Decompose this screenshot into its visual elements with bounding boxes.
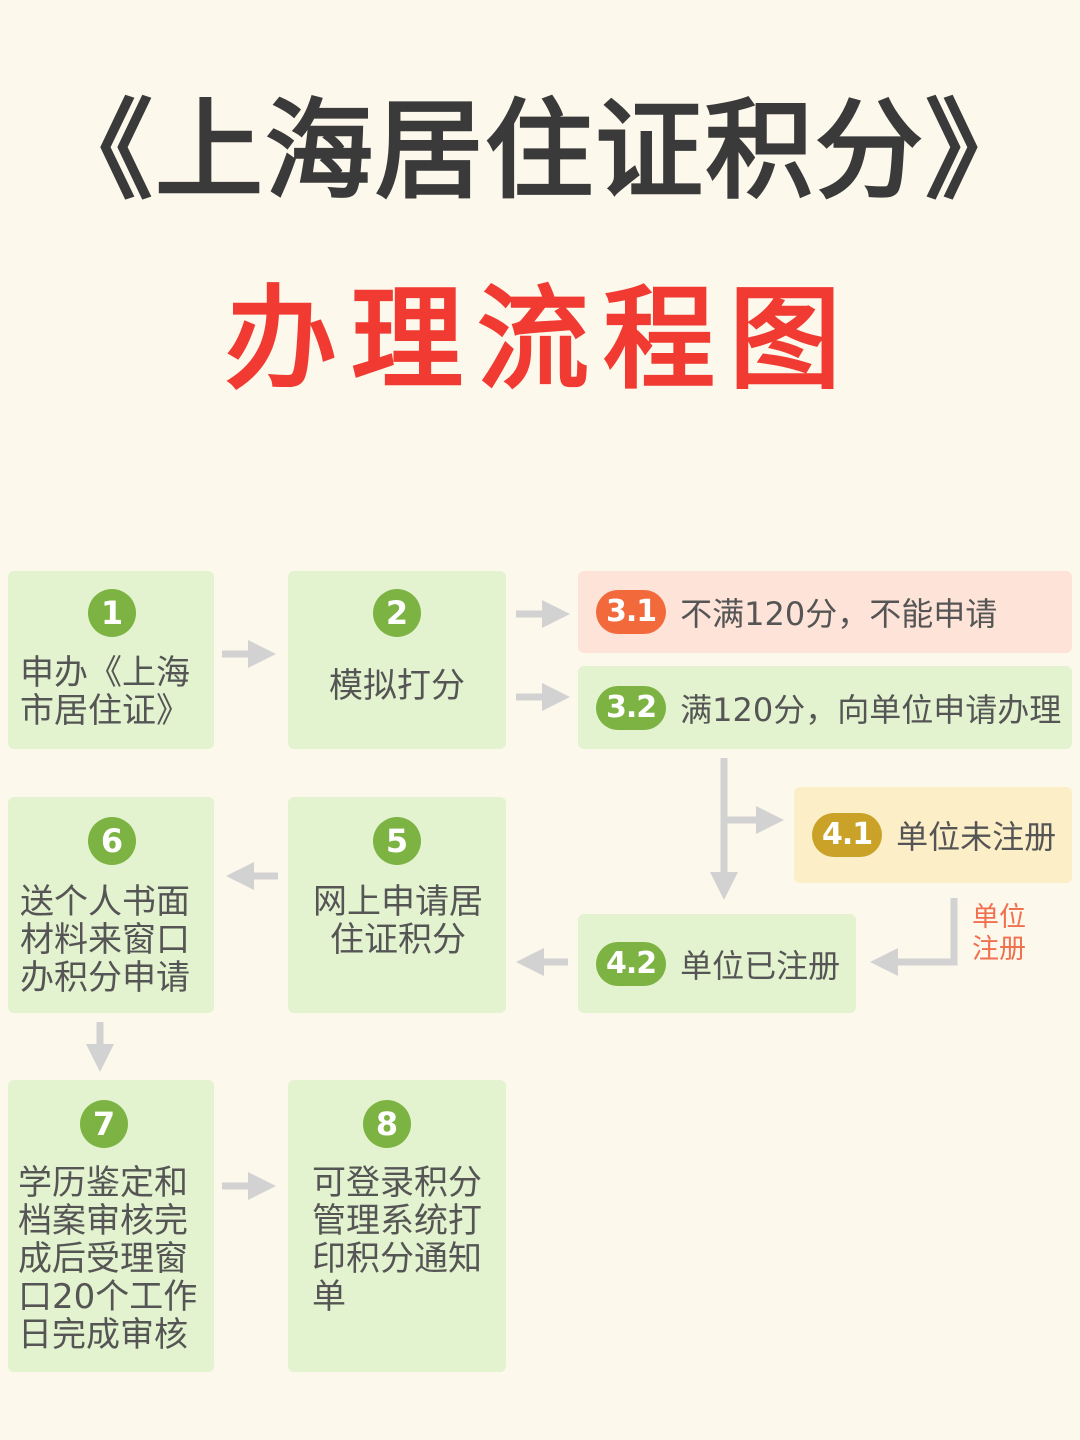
step-7-box: 7 学历鉴定和档案审核完成后受理窗口20个工作日完成审核 xyxy=(8,1080,214,1372)
step-8-text: 可登录积分管理系统打印积分通知单 xyxy=(312,1163,482,1317)
branch-4-1-number: 4.1 xyxy=(812,813,883,857)
step-6-box: 6 送个人书面材料来窗口办积分申请 xyxy=(8,797,214,1013)
step-7-text: 学历鉴定和档案审核完成后受理窗口20个工作日完成审核 xyxy=(18,1163,198,1355)
page-subtitle: 办理流程图 xyxy=(225,275,855,405)
branch-4-2-number: 4.2 xyxy=(596,941,667,986)
branch-4-2-text: 单位已注册 xyxy=(680,946,841,985)
step-5-box: 5 网上申请居住证积分 xyxy=(288,797,506,1013)
branch-3-1-text: 不满120分，不能申请 xyxy=(680,595,998,633)
step-2-number: 2 xyxy=(373,589,421,637)
branch-3-2-number: 3.2 xyxy=(596,685,667,730)
branch-4-1-text: 单位未注册 xyxy=(896,818,1057,856)
step-6-text: 送个人书面材料来窗口办积分申请 xyxy=(20,882,190,998)
step-2-text: 模拟打分 xyxy=(329,666,465,706)
page-title: 《上海居住证积分》 xyxy=(44,89,1035,214)
branch-3-1-box: 3.1 不满120分，不能申请 xyxy=(578,571,1072,653)
step-8-number: 8 xyxy=(363,1100,411,1148)
step-2-box: 2 模拟打分 xyxy=(288,571,506,749)
step-1-box: 1 申办《上海市居住证》 xyxy=(8,571,214,749)
branch-4-1-box: 4.1 单位未注册 xyxy=(794,787,1072,883)
step-8-box: 8 可登录积分管理系统打印积分通知单 xyxy=(288,1080,506,1372)
arrow-4-1-to-4-2 xyxy=(870,898,958,976)
branch-3-2-text: 满120分，向单位申请办理 xyxy=(680,690,1062,729)
step-5-text: 网上申请居住证积分 xyxy=(313,882,483,960)
step-5-number: 5 xyxy=(373,817,421,865)
step-6-number: 6 xyxy=(88,817,136,865)
step-7-number: 7 xyxy=(80,1100,128,1148)
branch-4-2-box: 4.2 单位已注册 xyxy=(578,914,856,1013)
step-1-number: 1 xyxy=(88,589,136,637)
branch-3-2-box: 3.2 满120分，向单位申请办理 xyxy=(578,666,1072,749)
step-1-text: 申办《上海市居住证》 xyxy=(20,653,190,731)
unit-register-note: 单位注册 xyxy=(972,902,1026,965)
branch-3-1-number: 3.1 xyxy=(596,590,667,634)
